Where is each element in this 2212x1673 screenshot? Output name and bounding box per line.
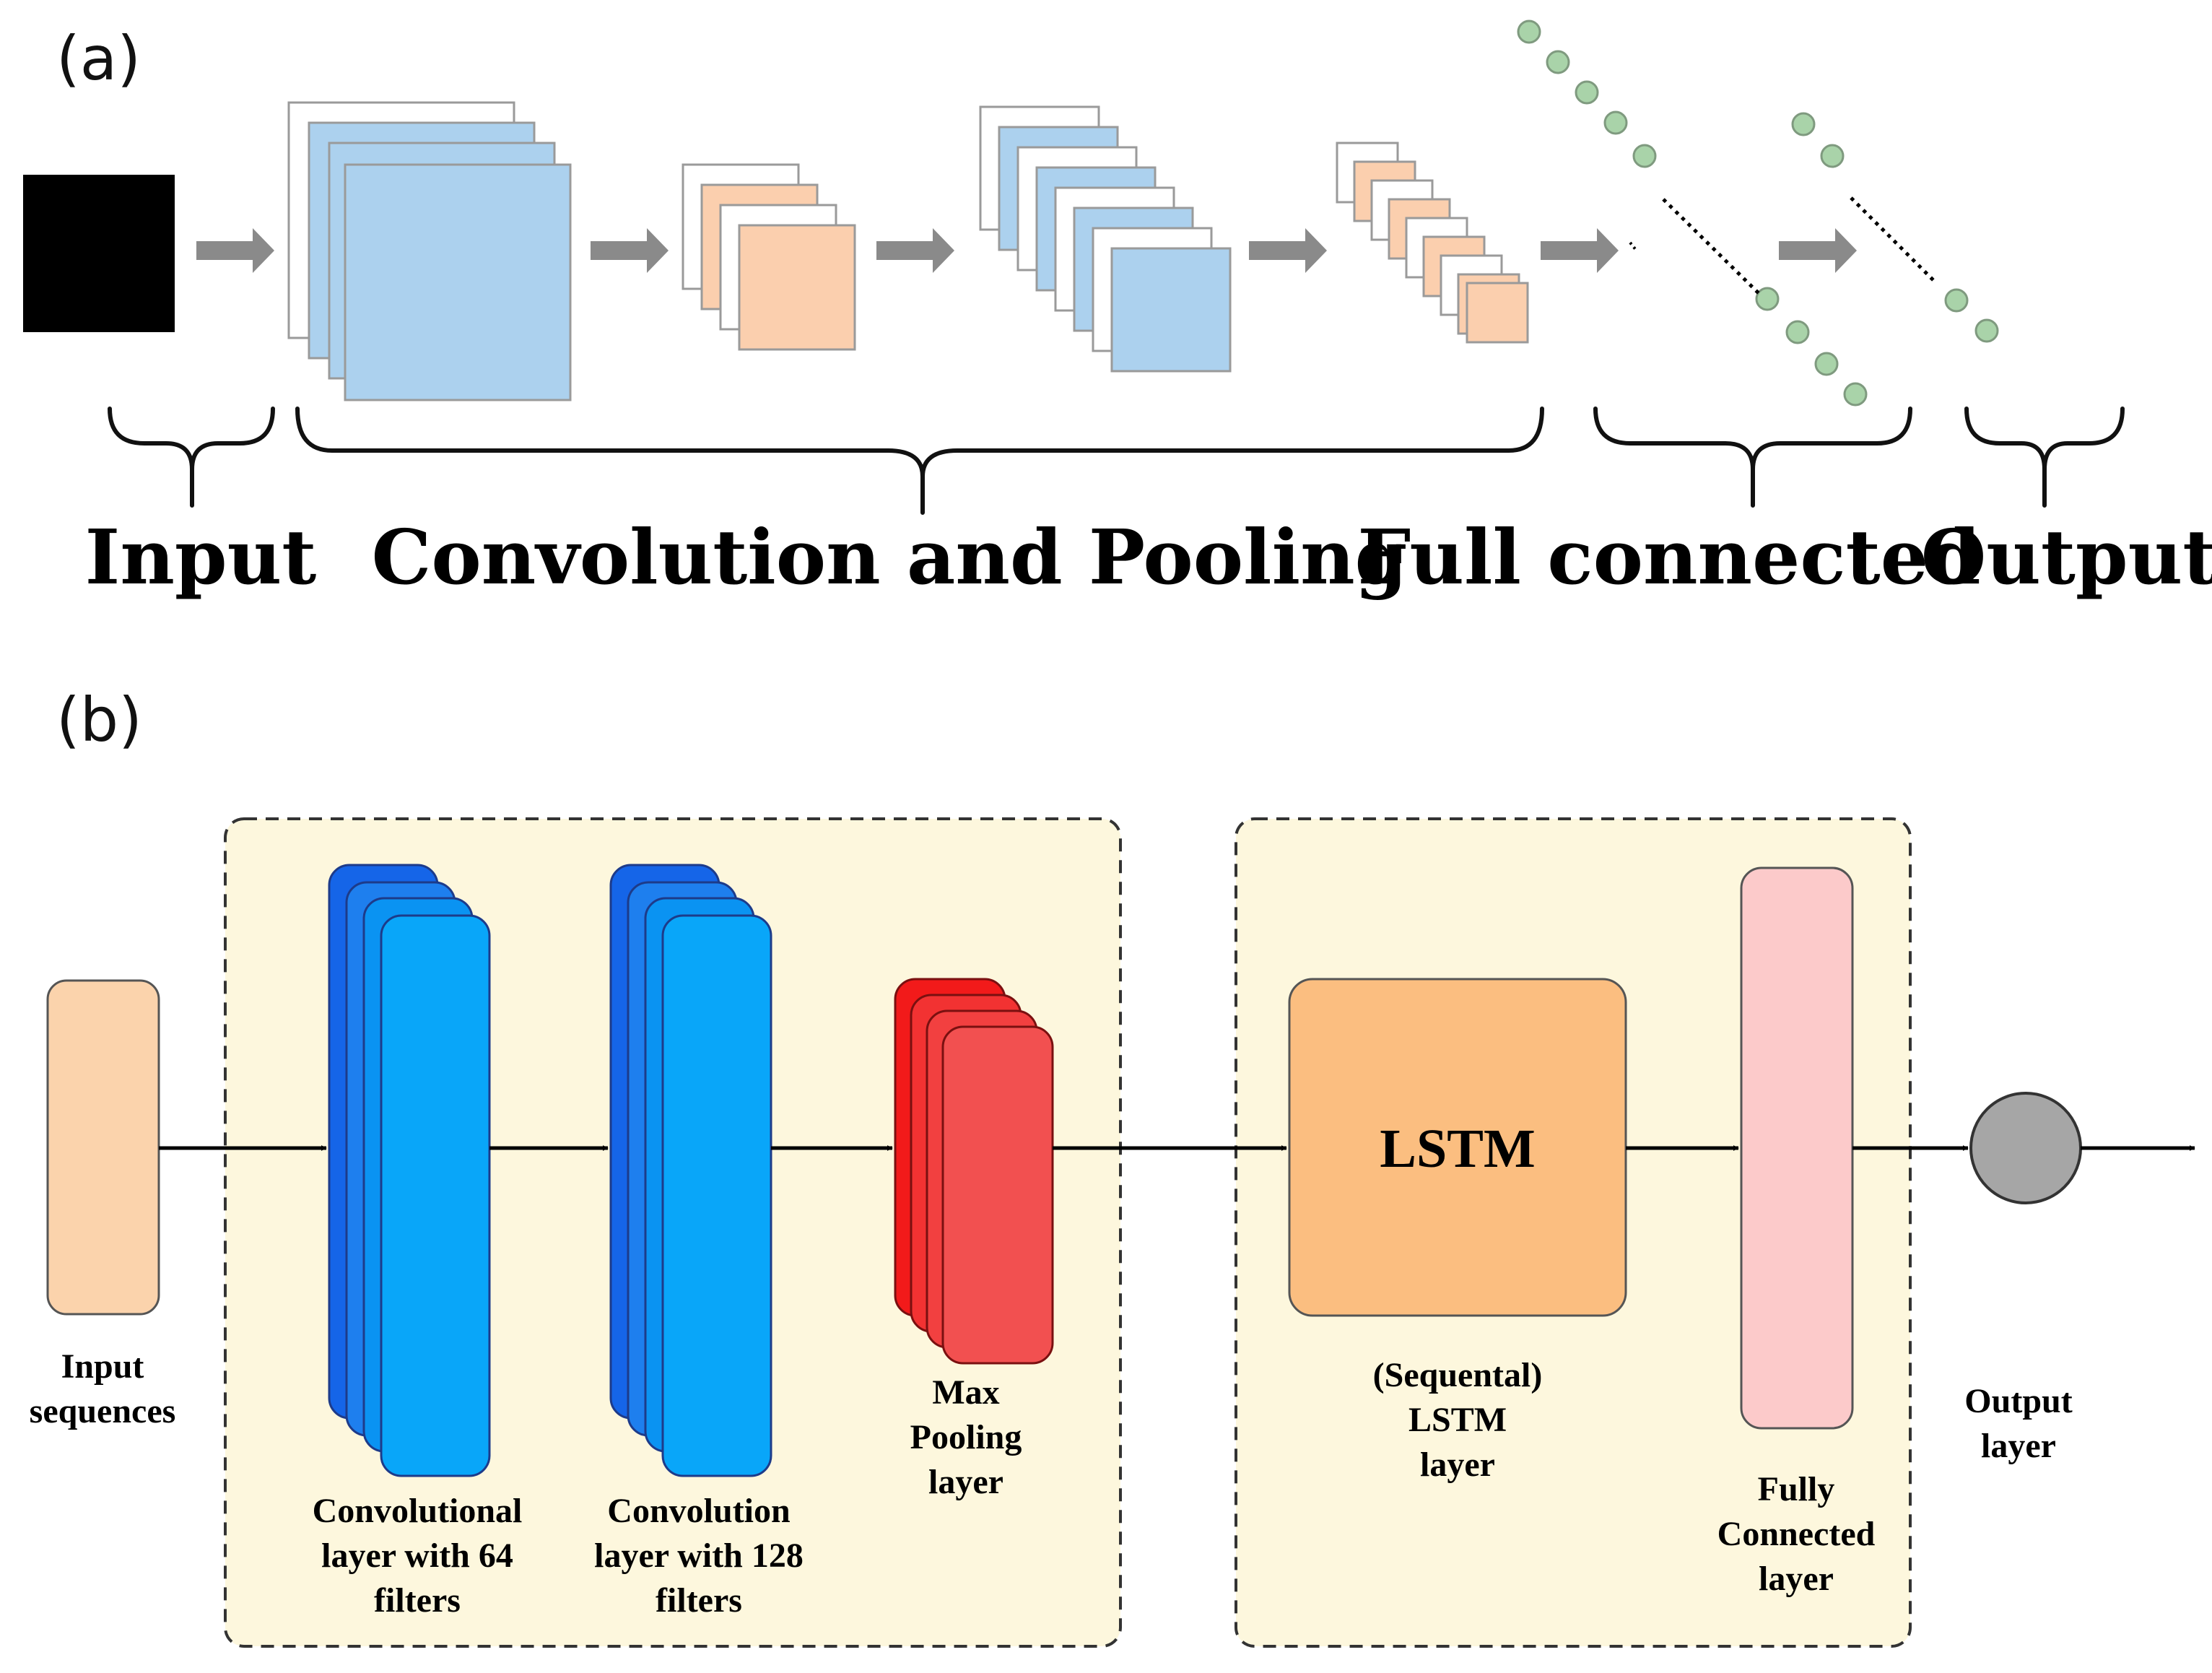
conv-feature-maps-1 xyxy=(287,101,572,401)
section-label-output: Output xyxy=(1921,513,2212,601)
maxpool-stack xyxy=(894,978,1054,1365)
gray-arrow xyxy=(1249,228,1327,273)
fully-connected-block xyxy=(1740,866,1854,1430)
conv64-label-line: filters xyxy=(374,1581,461,1620)
maxpool-label-line: layer xyxy=(928,1463,1003,1501)
conv128-stack xyxy=(609,864,772,1477)
conv64-label: Convolutional layer with 64 filters xyxy=(313,1492,523,1620)
gray-arrow xyxy=(196,228,274,273)
conv64-stack xyxy=(328,864,491,1477)
conv128-label-line: Convolution xyxy=(607,1492,790,1530)
lstm-block-label: LSTM xyxy=(1380,1118,1535,1179)
lstm-layer-label: (Sequental) LSTM layer xyxy=(1373,1356,1543,1484)
conv-pool-brace xyxy=(295,407,1544,515)
output-dots-line xyxy=(1850,196,1936,283)
output-layer-label-line: layer xyxy=(1981,1427,2056,1465)
lstm-layer-label-line: LSTM xyxy=(1408,1401,1507,1439)
lstm-layer-label-line: (Sequental) xyxy=(1373,1356,1543,1394)
lstm-layer-label-line: layer xyxy=(1420,1446,1495,1484)
input-sequences-label-line: sequences xyxy=(30,1392,176,1430)
conv128-label-line: filters xyxy=(656,1581,742,1620)
output-layer-label-line: Output xyxy=(1964,1382,2072,1420)
output-brace xyxy=(1964,407,2125,508)
gray-arrow xyxy=(876,228,954,273)
output-node xyxy=(1969,1092,2082,1204)
pool-feature-maps-1 xyxy=(682,163,856,351)
maxpool-label-line: Pooling xyxy=(910,1418,1022,1456)
fc-dots-line xyxy=(1662,198,1763,297)
panel-a: (a) xyxy=(23,19,2212,601)
fc-dots-line xyxy=(1629,241,1637,251)
fully-connected-label-line: Connected xyxy=(1717,1515,1876,1553)
conv64-label-line: Convolutional xyxy=(313,1492,523,1530)
gray-arrow xyxy=(591,228,669,273)
input-sequences-label: Input sequences xyxy=(30,1347,176,1430)
fc-neurons xyxy=(1517,19,1868,407)
fully-connected-label-line: Fully xyxy=(1758,1470,1835,1508)
conv128-label: Convolution layer with 128 filters xyxy=(594,1492,804,1620)
gray-arrow xyxy=(1541,228,1619,273)
pool-feature-maps-2 xyxy=(1336,142,1529,344)
input-sequences-label-line: Input xyxy=(61,1347,144,1386)
conv128-label-line: layer with 128 xyxy=(594,1537,804,1575)
gray-arrow xyxy=(1779,228,1857,273)
output-neurons xyxy=(1791,112,1999,343)
maxpool-label: Max Pooling layer xyxy=(910,1373,1022,1501)
output-layer-label: Output layer xyxy=(1964,1382,2072,1465)
fully-connected-label-line: layer xyxy=(1759,1560,1834,1598)
input-sequences-block xyxy=(46,979,160,1316)
panel-b: (b) LSTM xyxy=(30,685,2195,1648)
maxpool-label-line: Max xyxy=(932,1373,999,1412)
input-brace xyxy=(108,407,275,508)
panel-a-tag: (a) xyxy=(56,23,141,94)
section-label-conv-pool: Convolution and Pooling xyxy=(372,513,1408,601)
full-connected-brace xyxy=(1593,407,1912,508)
section-label-full-connected: Full connected xyxy=(1357,513,1980,601)
conv64-label-line: layer with 64 xyxy=(321,1537,513,1575)
input-image xyxy=(23,175,175,332)
fully-connected-label: Fully Connected layer xyxy=(1717,1470,1876,1598)
section-label-input: Input xyxy=(85,513,317,601)
conv-feature-maps-2 xyxy=(979,105,1232,373)
panel-b-tag: (b) xyxy=(56,685,142,755)
